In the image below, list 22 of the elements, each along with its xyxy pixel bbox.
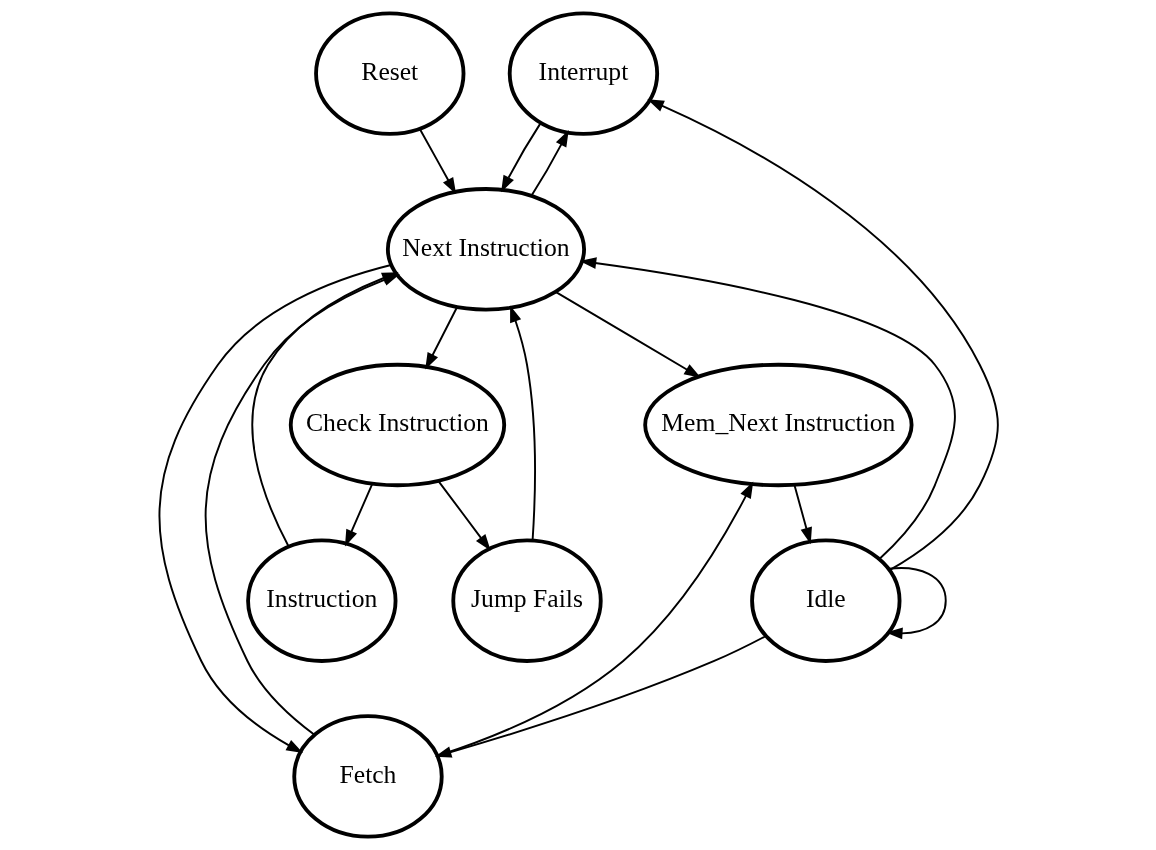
arrow — [436, 481, 753, 757]
node-ellipse: Interrupt — [507, 11, 659, 136]
arrow — [885, 567, 947, 640]
arrow — [509, 305, 536, 542]
arrow — [158, 264, 392, 753]
arrow — [437, 480, 491, 551]
node-ellipse: Jump Fails — [450, 538, 603, 663]
node-ellipse: Instruction — [245, 538, 397, 663]
arrow — [500, 122, 542, 193]
arrow — [646, 99, 999, 572]
arrow — [418, 127, 456, 195]
arrow — [434, 635, 767, 758]
arrow — [344, 482, 373, 547]
node-ellipse: Next Instruction — [385, 187, 586, 312]
arrow — [793, 483, 812, 545]
arrow — [579, 257, 956, 560]
arrow — [424, 306, 458, 370]
arrow — [530, 129, 569, 197]
arrow — [554, 290, 701, 378]
node-ellipse: Reset — [313, 11, 465, 136]
node-ellipse: Check Instruction — [288, 362, 506, 488]
node-ellipse: Fetch — [291, 714, 444, 839]
